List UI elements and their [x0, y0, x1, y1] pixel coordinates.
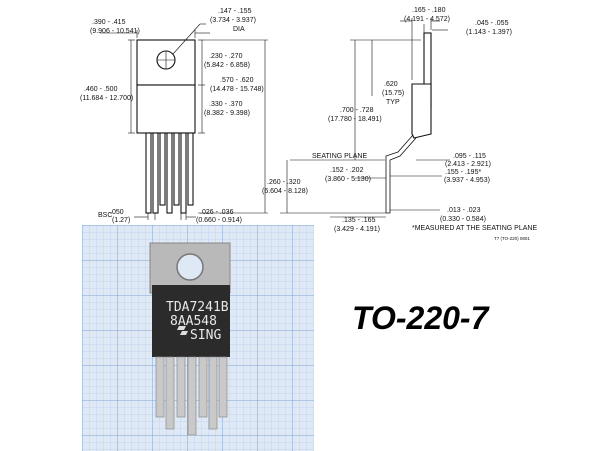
chip-marking-line1: TDA7241B [166, 300, 229, 315]
dim-lead-thick: .013 - .023 [447, 207, 481, 214]
dim-lead-span-mm: (3.860 - 5.130) [325, 176, 371, 183]
dim-body-height-mm: (8.382 - 9.398) [204, 110, 250, 117]
dim-overall-width: .390 - .415 [92, 19, 126, 26]
st-logo [177, 326, 188, 335]
dim-tab-to-hole-mm: (5.842 - 6.858) [204, 62, 250, 69]
dim-lead-offset-mm: (2.413 - 2.921) [445, 161, 491, 168]
side-lead [385, 134, 417, 214]
photo-leads [155, 356, 228, 436]
dim-total-length: .570 - .620 [220, 77, 254, 84]
dim-typ-label: TYP [386, 99, 400, 106]
dim-hole-dia: .147 - .155 [218, 8, 252, 15]
dim-pitch: .050 [110, 209, 124, 216]
dim-lead-width: .026 - .036 [200, 209, 234, 216]
dim-left-height-mm: (11.684 - 12.700) [80, 95, 133, 102]
dim-pitch-mm: (1.27) [112, 217, 130, 224]
front-leads [145, 132, 194, 214]
drawing-id: T7 (TO-220) 0801 [494, 236, 530, 241]
front-body-outline [136, 84, 196, 134]
dim-typ-height: .620 [384, 81, 398, 88]
dim-height-seat-mm: (17.780 - 18.491) [328, 116, 382, 123]
photo-hole [176, 253, 204, 281]
dim-pitch-label: BSC [98, 212, 112, 219]
package-title: TO-220-7 [352, 300, 489, 336]
dim-lead-offset: .095 - .115 [453, 153, 486, 160]
dim-thickness-mm: (4.191 - 4.572) [404, 16, 450, 23]
dim-foot-mm: (3.429 - 4.191) [334, 226, 380, 233]
dim-foot: .135 - .165 [342, 217, 376, 224]
chip-marking-line3: SING [190, 328, 222, 343]
dim-total-length-mm: (14.478 - 15.748) [210, 86, 264, 93]
dim-hole-dia-label: DIA [233, 26, 245, 33]
side-body [411, 83, 432, 139]
dim-lead-width-mm: (0.660 - 0.914) [196, 217, 242, 224]
label-seating-plane: SEATING PLANE [312, 153, 367, 160]
dim-lead-len: .260 - .320 [267, 179, 301, 186]
dim-hole-dia-mm: (3.734 - 3.937) [210, 17, 256, 24]
dim-tab-thickness-mm: (1.143 - 1.397) [466, 29, 512, 36]
dim-lead-span2-mm: (3.937 - 4.953) [444, 177, 490, 184]
dim-body-height: .330 - .370 [209, 101, 243, 108]
dim-thickness: .165 - .180 [412, 7, 446, 14]
component-photo: TDA7241B 8AA548 SING [82, 225, 314, 451]
dim-lead-span: .152 - .202 [330, 167, 364, 174]
dim-typ-height-mm: (15.75) [382, 90, 404, 97]
dim-overall-width-mm: (9.906 - 10.541) [90, 28, 140, 35]
dim-height-seat: .700 - .728 [340, 107, 374, 114]
dim-tab-thickness: .045 - .055 [475, 20, 509, 27]
dim-lead-len-mm: (6.604 - 8.128) [262, 188, 308, 195]
dim-lead-span2: .155 - .195* [445, 169, 481, 176]
side-view: .165 - .180 (4.191 - 4.572) .045 - .055 … [262, 7, 537, 241]
photo-body [152, 285, 230, 357]
chip-marking-line2: 8AA548 [170, 314, 217, 329]
dim-tab-to-hole: .230 - .270 [209, 53, 243, 60]
front-view: .390 - .415 (9.906 - 10.541) .147 - .155… [80, 8, 268, 224]
dim-lead-thick-mm: (0.330 - 0.584) [440, 216, 486, 223]
note-seating-plane: *MEASURED AT THE SEATING PLANE [412, 225, 537, 232]
dim-left-height: .460 - .500 [84, 86, 118, 93]
